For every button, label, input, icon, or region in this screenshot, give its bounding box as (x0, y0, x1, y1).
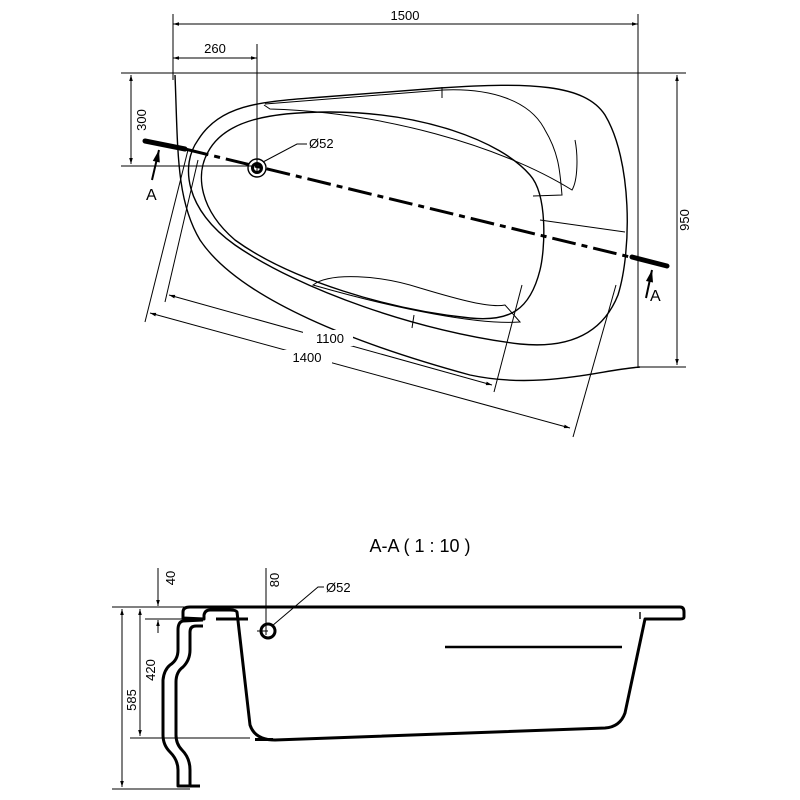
dim-drain-x-label: 260 (204, 41, 226, 56)
drain-diameter-label: Ø52 (309, 136, 334, 151)
section-title: A-A ( 1 : 10 ) (369, 536, 470, 556)
backrest-inner (263, 104, 578, 191)
bath-shell-section (181, 605, 686, 742)
dimension-line-outer-length (149, 312, 571, 429)
section-marker-right: A (650, 288, 661, 305)
dim-width-label: 1500 (391, 8, 420, 23)
dim-depth-label: 950 (677, 209, 692, 231)
drain-inner-icon (251, 162, 263, 174)
step-line (539, 219, 626, 233)
dim-inner-length-label: 1100 (316, 331, 344, 346)
overflow-hole-icon (259, 622, 277, 640)
support-skirt (161, 618, 204, 788)
basin-outline (200, 111, 545, 320)
drain-leader (271, 586, 324, 627)
dim-total-height-label: 585 (124, 689, 139, 711)
section-arrow-icon (645, 269, 654, 299)
rim-outline (187, 84, 628, 346)
section-arrow-icon (151, 149, 160, 181)
label-mask (303, 330, 353, 346)
backrest-contour (264, 89, 563, 197)
extension-line (144, 149, 189, 323)
bath-foot (255, 738, 273, 741)
dim-outer-length-label: 1400 (293, 350, 322, 365)
extension-line (572, 284, 617, 438)
dim-drain-y-label: 300 (134, 109, 149, 131)
drain-outer-icon (247, 158, 267, 178)
plan-view: 1500 260 300 950 1100 1400 (121, 8, 692, 438)
outer-shell-outline (174, 74, 641, 382)
section-line-end (629, 254, 670, 269)
label-mask (282, 350, 332, 366)
dim-rim-label: 40 (163, 571, 178, 585)
extension-line (164, 159, 199, 303)
dim-basin-depth-label: 420 (143, 659, 158, 681)
section-marker-left: A (146, 187, 157, 204)
section-line (184, 147, 631, 259)
section-drain-diameter-label: Ø52 (326, 580, 351, 595)
section-view: A-A ( 1 : 10 ) 40 80 Ø52 420 585 (112, 536, 686, 790)
extension-line (493, 284, 523, 393)
dim-overflow-label: 80 (267, 573, 282, 587)
drain-leader (262, 143, 307, 163)
section-line-end (142, 138, 188, 152)
